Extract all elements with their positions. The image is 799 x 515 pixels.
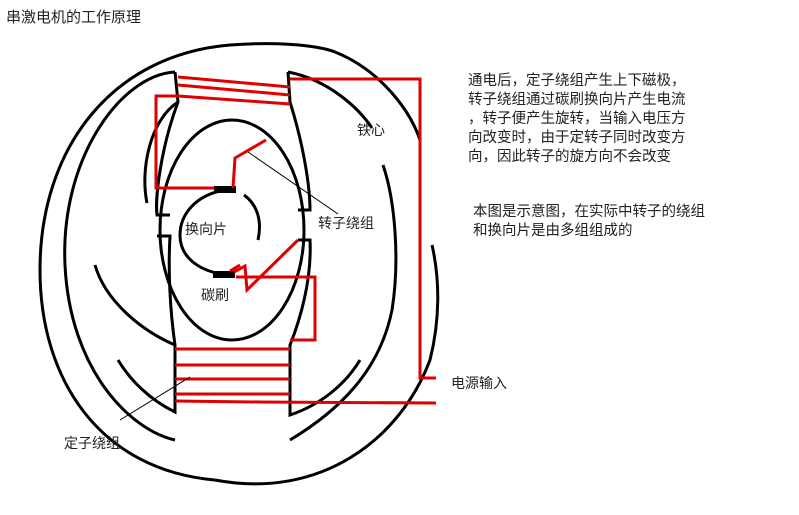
note-line: 和换向片是由多组组成的 [473,223,633,239]
description-text: 通电后，定子绕组产生上下磁极， 转子绕组通过碳刷换向片产生电流 ，转子便产生旋转… [468,72,686,167]
description-line: ，转子便产生旋转，当输入电压方 [468,111,686,127]
diagram-title: 串激电机的工作原理 [6,8,142,26]
label-stator-winding: 定子绕组 [64,436,120,452]
description-line: 转子绕组通过碳刷换向片产生电流 [468,92,686,108]
iron-core-outline [38,42,440,486]
note-text: 本图是示意图，在实际中转子的绕组 和换向片是由多组组成的 [473,203,705,241]
leader-lines [119,151,339,421]
carbon-brush-top [214,186,236,193]
label-iron-core: 铁心 [357,123,385,139]
description-line: 通电后，定子绕组产生上下磁极， [468,73,686,89]
label-rotor-winding: 转子绕组 [318,216,374,232]
carbon-brush-bottom [213,271,235,278]
note-line: 本图是示意图，在实际中转子的绕组 [473,204,705,220]
label-carbon-brush: 碳刷 [201,288,229,304]
rotor-outline [158,118,306,342]
description-line: 向改变时，由于定转子同时改变方 [468,130,686,146]
wiring [154,75,437,405]
label-commutator: 换向片 [185,222,227,238]
stator-poles [93,71,362,418]
commutator-outline [178,188,261,277]
description-line: 向，因此转子的旋方向不会改变 [468,149,671,165]
label-power-input: 电源输入 [451,376,507,392]
